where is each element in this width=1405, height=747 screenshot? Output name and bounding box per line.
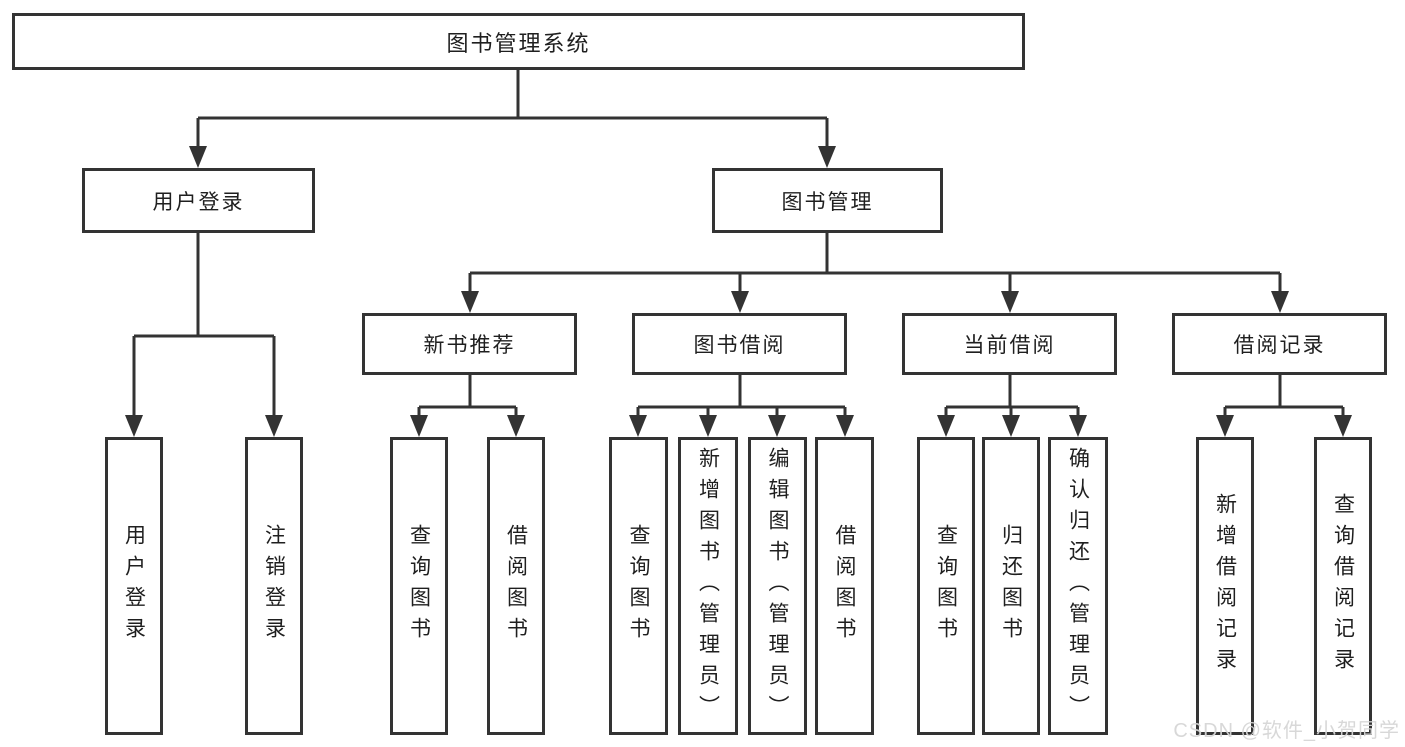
leaf-current-return-book-label: 归还图书 <box>999 524 1023 648</box>
leaf-borrow-query-books: 查询图书 <box>609 437 668 735</box>
leaf-records-query-record-label: 查询借阅记录 <box>1331 493 1355 679</box>
leaf-user-login: 用户登录 <box>105 437 163 735</box>
node-current-borrowing-label: 当前借阅 <box>963 334 1056 357</box>
leaf-records-add-record: 新增借阅记录 <box>1196 437 1254 735</box>
leaf-recommend-borrow-books-label: 借阅图书 <box>504 524 528 648</box>
node-user-login-label: 用户登录 <box>152 190 245 214</box>
leaf-borrow-edit-book-admin: 编辑图书（管理员） <box>748 437 807 735</box>
leaf-logout: 注销登录 <box>245 437 303 735</box>
leaf-current-confirm-return-admin: 确认归还（管理员） <box>1048 437 1108 735</box>
node-borrowing-records: 借阅记录 <box>1172 313 1387 375</box>
leaf-borrow-query-books-label: 查询图书 <box>627 524 651 648</box>
leaf-records-query-record: 查询借阅记录 <box>1314 437 1372 735</box>
leaf-current-confirm-return-admin-label: 确认归还（管理员） <box>1066 446 1090 726</box>
node-new-book-recommend: 新书推荐 <box>362 313 577 375</box>
leaf-user-login-label: 用户登录 <box>122 524 146 648</box>
leaf-borrow-add-book-admin-label: 新增图书（管理员） <box>696 446 720 726</box>
leaf-logout-label: 注销登录 <box>262 524 286 648</box>
leaf-current-query-books-label: 查询图书 <box>934 524 958 648</box>
node-root-label: 图书管理系统 <box>446 30 591 56</box>
node-current-borrowing: 当前借阅 <box>902 313 1117 375</box>
leaf-current-return-book: 归还图书 <box>982 437 1040 735</box>
node-root: 图书管理系统 <box>12 13 1025 70</box>
node-borrowing-records-label: 借阅记录 <box>1233 334 1326 357</box>
node-book-management: 图书管理 <box>712 168 943 233</box>
leaf-borrow-add-book-admin: 新增图书（管理员） <box>678 437 738 735</box>
leaf-borrow-borrow-books: 借阅图书 <box>815 437 874 735</box>
leaf-recommend-query-books-label: 查询图书 <box>407 524 431 648</box>
node-user-login: 用户登录 <box>82 168 315 233</box>
node-book-borrowing: 图书借阅 <box>632 313 847 375</box>
leaf-records-add-record-label: 新增借阅记录 <box>1213 493 1237 679</box>
node-new-book-recommend-label: 新书推荐 <box>423 334 516 357</box>
leaf-recommend-query-books: 查询图书 <box>390 437 448 735</box>
leaf-borrow-borrow-books-label: 借阅图书 <box>833 524 857 648</box>
node-book-management-label: 图书管理 <box>781 190 874 214</box>
leaf-borrow-edit-book-admin-label: 编辑图书（管理员） <box>766 446 790 726</box>
leaf-recommend-borrow-books: 借阅图书 <box>487 437 545 735</box>
leaf-current-query-books: 查询图书 <box>917 437 975 735</box>
node-book-borrowing-label: 图书借阅 <box>693 334 786 357</box>
